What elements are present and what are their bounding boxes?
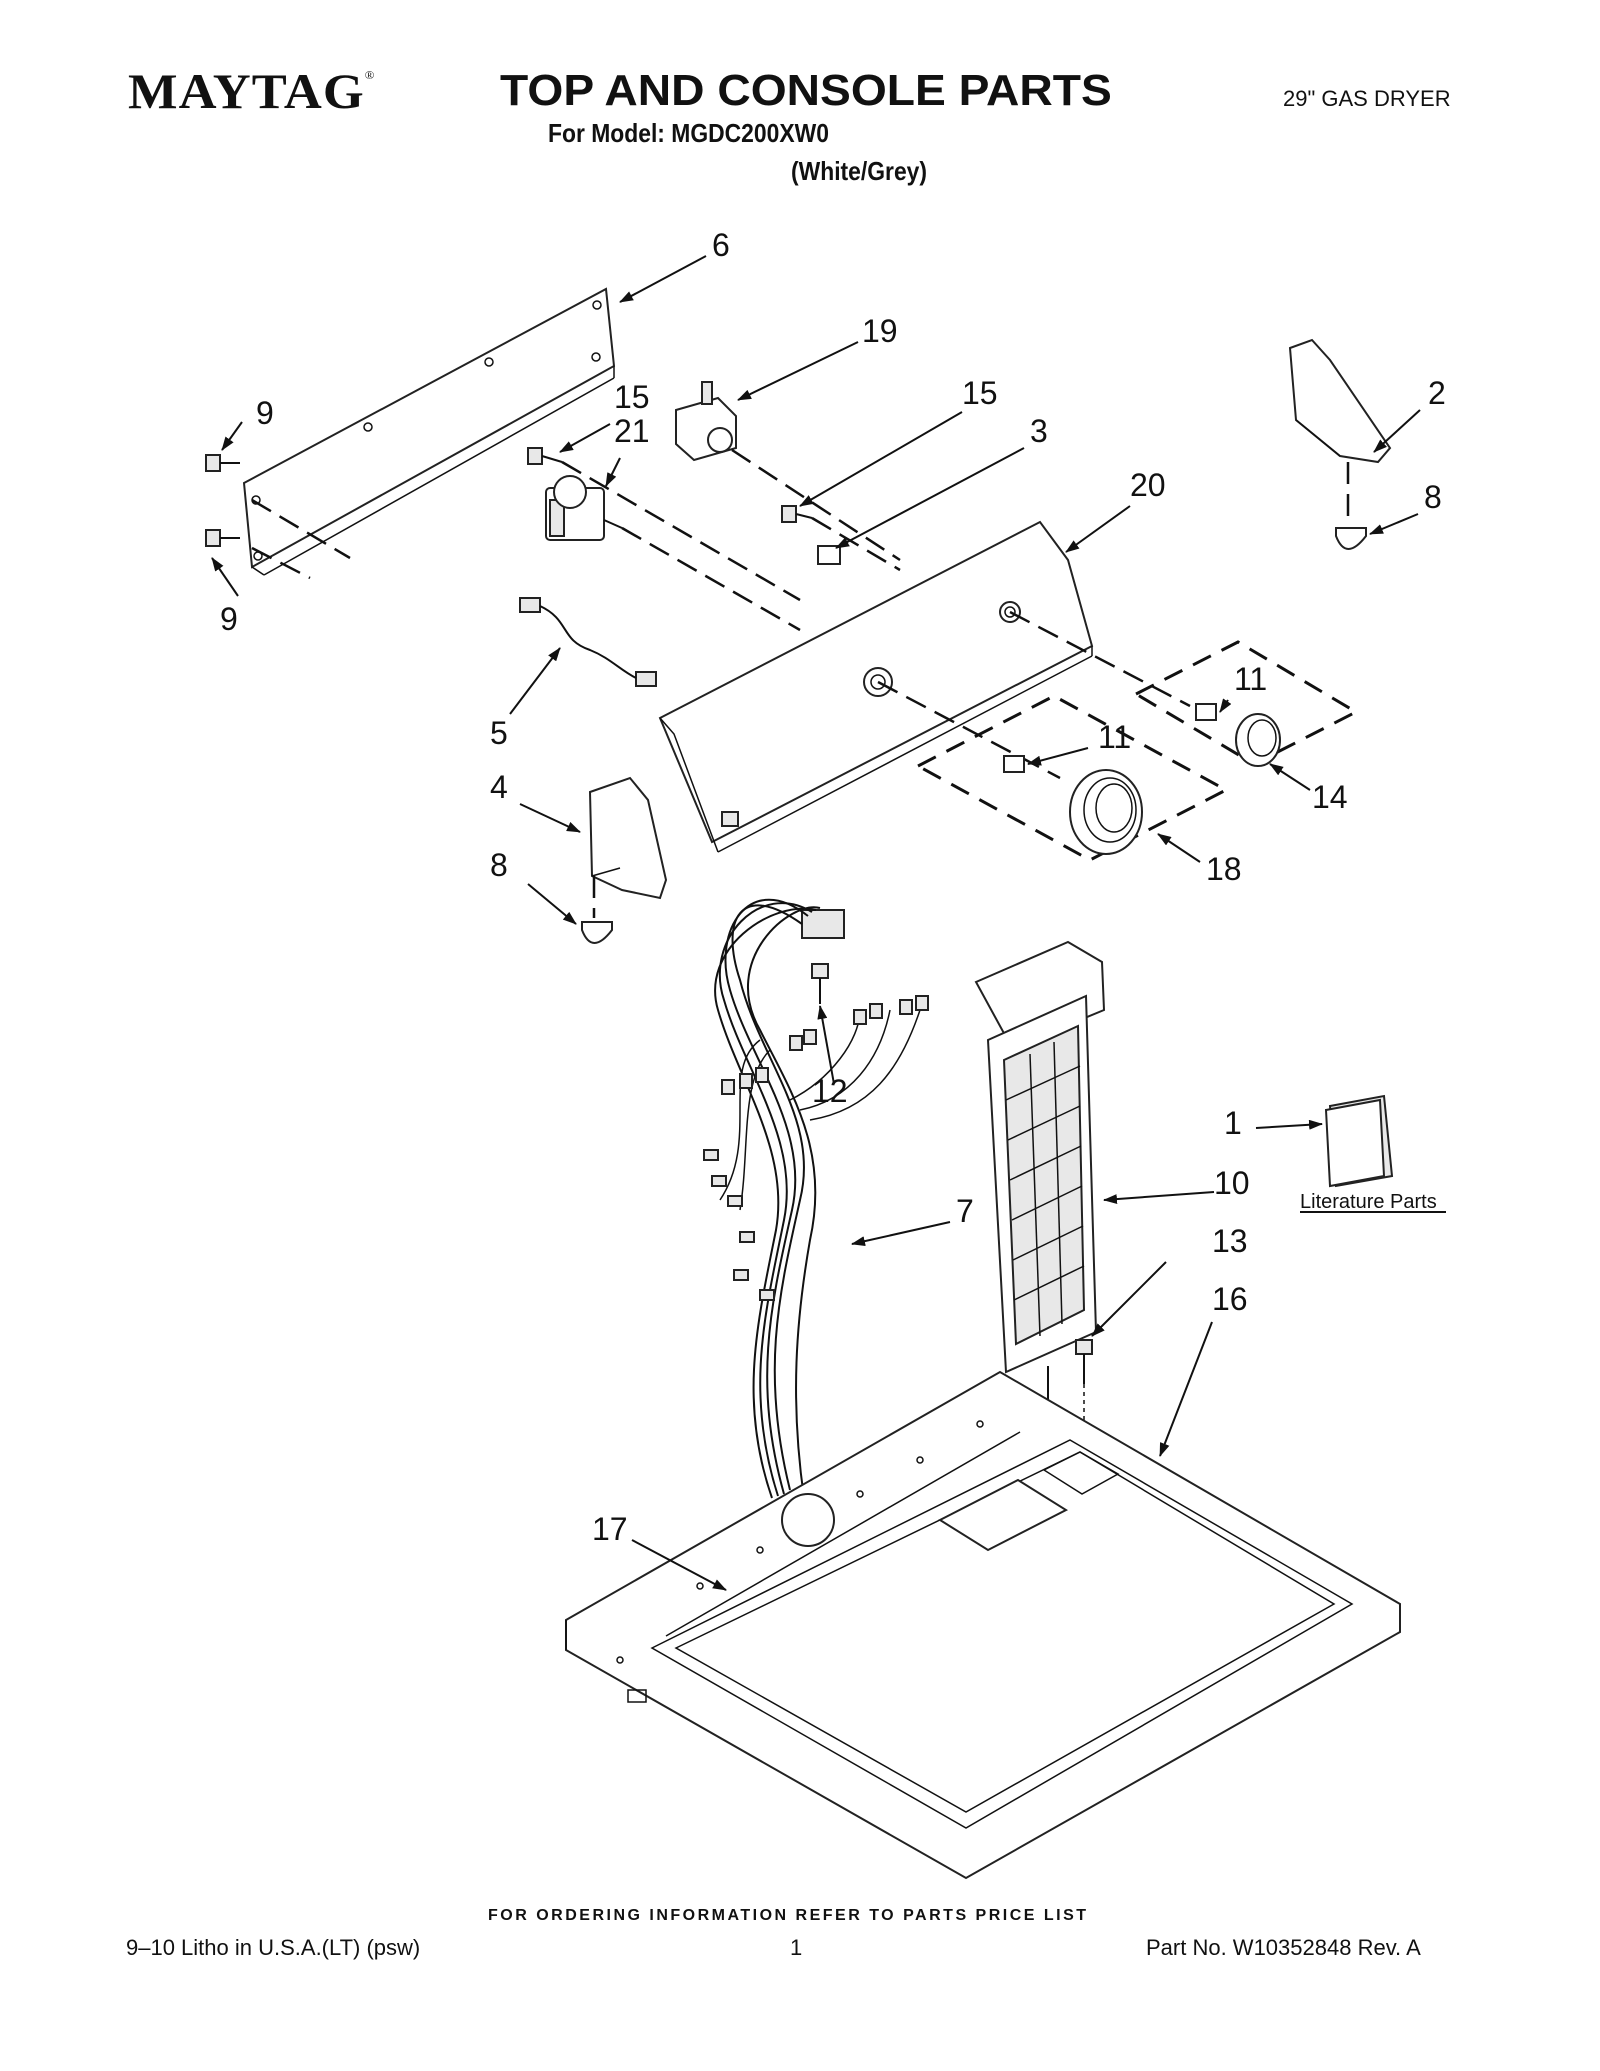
shaft-path [621,526,801,632]
screw-path [811,516,901,572]
callout-6: 6 [712,227,730,263]
callout-13: 13 [1212,1223,1248,1259]
screw-12 [811,963,829,1004]
registered-mark: ® [364,68,376,82]
callout-2: 2 [1428,375,1446,411]
part-number: Part No. W10352848 Rev. A [1146,1935,1421,1960]
knob-large [1069,769,1143,855]
callout-11-upper: 11 [1234,661,1267,697]
callout-7: 7 [956,1193,974,1229]
callout-10: 10 [1214,1165,1250,1201]
brand-logo: MAYTAG® [128,63,376,119]
knob-small [1235,713,1281,767]
screw-15-upper [527,447,563,465]
callout-12: 12 [812,1073,848,1109]
screw-path [251,546,311,580]
screw-15-right [781,505,813,523]
callout-21: 21 [614,413,650,449]
clip-8-left [581,921,613,944]
knob-kit-14-box [1132,640,1360,766]
callout-8-left: 8 [490,847,508,883]
end-cap-left [588,776,668,900]
screw-9-upper [205,454,240,472]
wire-harness [703,898,929,1499]
callout-9-lower: 9 [220,601,238,637]
jumper-wire [519,597,657,687]
push-switch [675,381,737,462]
page-number: 1 [790,1935,803,1960]
clip-3 [817,545,841,565]
dryer-top-panel [565,1370,1401,1880]
knob-clip-11-lower [1003,755,1025,773]
color-line: (White/Grey) [791,156,928,186]
console-panel [658,520,1094,853]
switch-path [731,448,901,562]
leader-arrows [211,255,1421,1591]
rear-bracket-panel [242,287,616,576]
callout-18: 18 [1206,851,1242,887]
callout-16: 16 [1212,1281,1248,1317]
page-title: TOP AND CONSOLE PARTS [500,66,1112,115]
clip-8-right [1335,527,1367,550]
knob-kit-18-box [914,694,1230,862]
ordering-note: FOR ORDERING INFORMATION REFER TO PARTS … [488,1907,1089,1924]
timer-switch [545,475,623,541]
knob-path [1009,610,1191,708]
literature-parts-label: Literature Parts [1300,1191,1437,1213]
callout-11-lower: 11 [1098,719,1131,755]
callout-15-right: 15 [962,375,998,411]
callout-20: 20 [1130,467,1166,503]
callout-8-right: 8 [1424,479,1442,515]
callout-labels: 6 19 15 21 15 3 9 9 2 8 20 5 11 11 4 14 … [220,227,1446,1547]
callout-15-upper: 15 [614,379,650,415]
screw-13 [1075,1339,1093,1384]
literature-booklet [1324,1094,1394,1188]
lint-screen [974,940,1106,1374]
model-line: For Model: MGDC200XW0 [548,118,829,148]
screw-path [251,498,351,560]
callout-3: 3 [1030,413,1048,449]
callout-5: 5 [490,715,508,751]
knob-clip-11-upper [1195,703,1217,721]
screw-path [561,460,801,602]
litho-line: 9–10 Litho in U.S.A.(LT) (psw) [126,1935,421,1960]
callout-1: 1 [1224,1105,1242,1141]
callout-4: 4 [490,769,508,805]
callout-17: 17 [592,1511,628,1547]
callout-9-upper: 9 [256,395,274,431]
callout-14: 14 [1312,779,1348,815]
screw-9-lower [205,529,240,547]
end-cap-right [1288,338,1392,464]
dryer-type: 29" GAS DRYER [1283,86,1451,111]
callout-19: 19 [862,313,898,349]
